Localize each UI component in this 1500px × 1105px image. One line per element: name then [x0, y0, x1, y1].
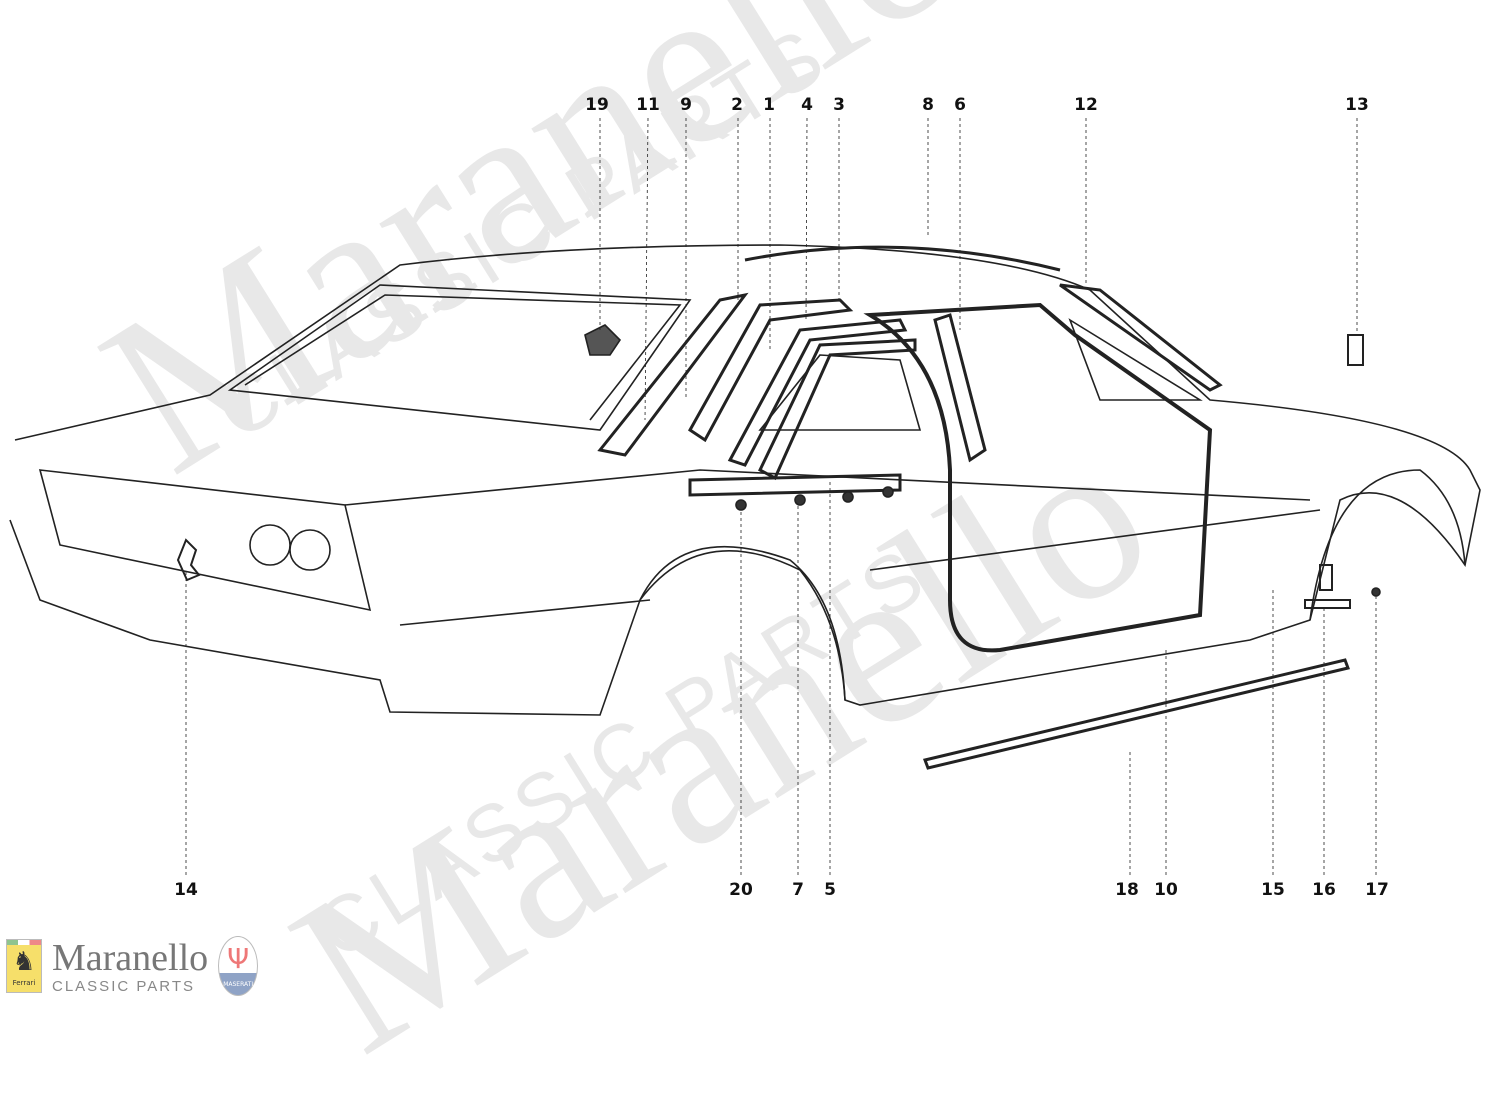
side-window-front: [1068, 318, 1203, 401]
callout-3: 3: [833, 95, 845, 115]
callout-1: 1: [763, 95, 775, 115]
callout-13: 13: [1345, 95, 1369, 115]
leader-lines: [185, 117, 1377, 875]
badge-13: [1347, 334, 1364, 366]
car-body-diagram: [9, 117, 1481, 875]
callout-11: 11: [636, 95, 660, 115]
window-frame-1: [688, 298, 854, 443]
callout-5: 5: [824, 880, 836, 900]
clip-20: [735, 499, 747, 511]
belt-line: [344, 469, 1311, 506]
callout-18: 18: [1115, 880, 1139, 900]
clip-7: [794, 494, 806, 506]
callout-19: 19: [585, 95, 609, 115]
maserati-trident-icon: Ψ MASERATI: [218, 936, 259, 996]
maserati-text: MASERATI: [223, 981, 254, 988]
rear-wheel-arch: [639, 550, 846, 701]
prancing-horse-emblem: [176, 538, 201, 582]
pillar-trim: [1059, 283, 1223, 392]
rocker-molding: [922, 658, 1351, 770]
callout-16: 16: [1312, 880, 1336, 900]
callout-10: 10: [1154, 880, 1178, 900]
clip-a: [842, 491, 854, 503]
callout-20: 20: [729, 880, 753, 900]
callout-12: 12: [1074, 95, 1098, 115]
ferrari-text: Ferrari: [12, 979, 36, 987]
callout-4: 4: [801, 95, 813, 115]
callout-8: 8: [922, 95, 934, 115]
b-pillar-trim: [933, 313, 987, 463]
callout-15: 15: [1261, 880, 1285, 900]
prancing-horse-icon: ♞: [12, 947, 36, 977]
door-seal: [863, 302, 1213, 653]
callout-9: 9: [680, 95, 692, 115]
callout-7: 7: [792, 880, 804, 900]
logo-brand: Maranello: [52, 936, 209, 979]
roof-drip-molding: [744, 245, 1061, 272]
callout-2: 2: [731, 95, 743, 115]
logo-wordmark: Maranello CLASSIC PARTS: [52, 938, 208, 995]
callout-14: 14: [174, 880, 198, 900]
quarter-glass-strip: [597, 292, 749, 457]
sill-strip: [688, 473, 902, 497]
hinge-15: [1304, 564, 1351, 609]
mirror: [584, 324, 622, 356]
front-wheel-arch: [1309, 469, 1466, 621]
car-outline: [9, 244, 1481, 716]
taillight: [249, 524, 331, 571]
side-crease: [399, 509, 1321, 626]
rear-window-inner: [244, 294, 682, 421]
clip-b: [882, 486, 894, 498]
clip-17: [1371, 587, 1381, 597]
callout-6: 6: [954, 95, 966, 115]
callout-17: 17: [1365, 880, 1389, 900]
logo-tagline: CLASSIC PARTS: [52, 977, 195, 995]
maranello-logo: ♞ Ferrari Maranello CLASSIC PARTS Ψ MASE…: [6, 936, 259, 996]
italian-flag-stripe: [7, 940, 41, 945]
window-frame-2: [727, 318, 908, 467]
rear-window: [227, 284, 692, 431]
rear-deck: [38, 469, 372, 612]
side-window-rear: [758, 354, 922, 431]
ferrari-shield-icon: ♞ Ferrari: [6, 939, 42, 993]
